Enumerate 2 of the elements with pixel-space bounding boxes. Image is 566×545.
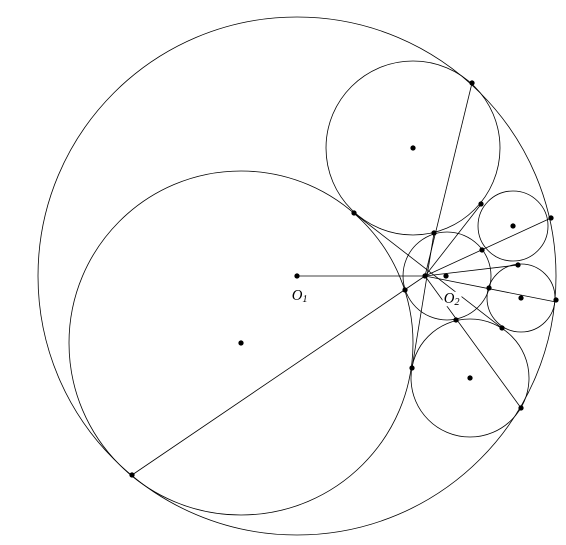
point-label: O$_{1}$ <box>290 288 310 304</box>
point-label: O$_{2}$ <box>442 292 462 306</box>
